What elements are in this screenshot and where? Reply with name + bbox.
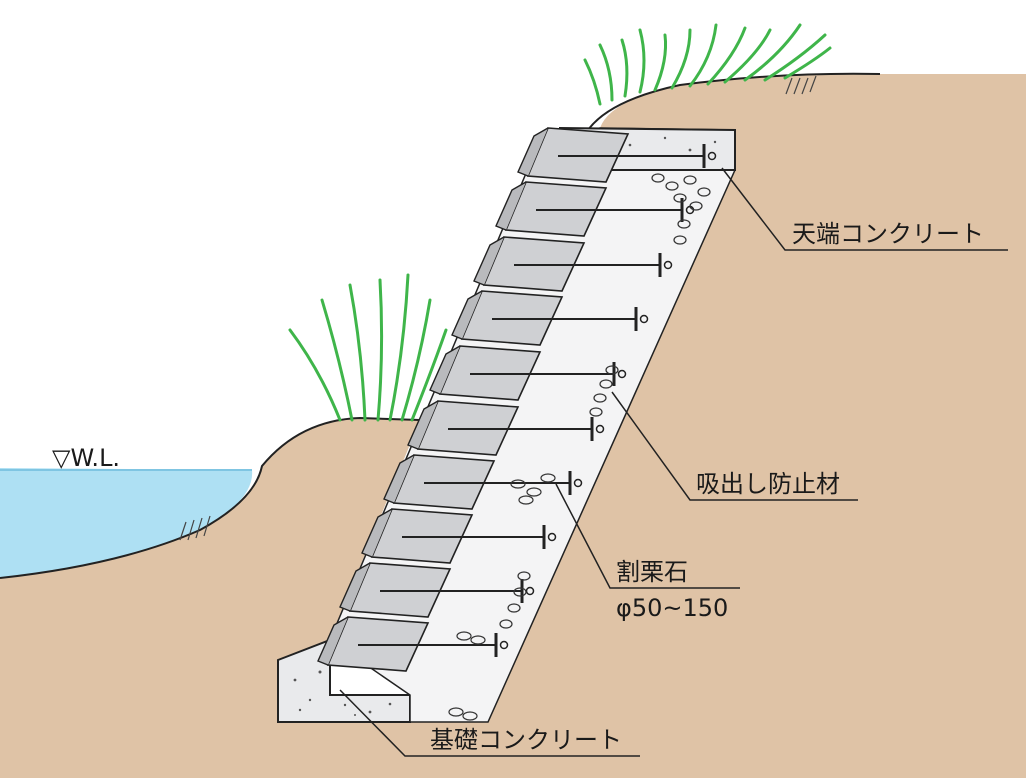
crushed-stone-clusters: [448, 173, 711, 721]
anchor-ring: [639, 314, 649, 324]
water-level-label: ▽W.L.: [52, 444, 121, 472]
block-face: [407, 400, 439, 450]
wall-blocks: [317, 127, 630, 672]
block-face: [383, 454, 415, 504]
grass-upper: [583, 23, 832, 106]
anchor-ring: [547, 532, 557, 542]
block-face: [517, 127, 549, 177]
block-face: [473, 236, 505, 286]
bank-outline-left: [0, 416, 421, 579]
block-face: [339, 562, 371, 612]
suction-prevention-label: 吸出し防止材: [696, 470, 840, 498]
anchor-ring: [525, 586, 535, 596]
water-body: [0, 468, 253, 578]
foundation-concrete-label: 基礎コンクリート: [430, 726, 622, 754]
foundation-speckle: [293, 670, 392, 716]
anchor-ring: [499, 640, 509, 650]
soil-bank: [0, 73, 1026, 778]
block-face: [429, 345, 461, 395]
anchor-ring: [595, 424, 605, 434]
block-face: [495, 181, 527, 231]
tie-rods: [358, 144, 717, 657]
anchor-ring: [573, 478, 583, 488]
crushed-stone-label: 割栗石: [616, 558, 688, 586]
anchor-ring: [707, 151, 717, 161]
block-face: [451, 290, 483, 340]
top-concrete-label: 天端コンクリート: [792, 220, 984, 248]
crushed-stone-size-label: φ50~150: [616, 594, 729, 622]
anchor-ring: [617, 369, 627, 379]
block-face: [361, 508, 393, 558]
soil-hatch-right: [785, 75, 817, 95]
block-face: [317, 616, 349, 666]
grass-middle: [288, 273, 448, 422]
leader-lines: [339, 167, 1008, 757]
soil-hatch-left: [179, 515, 211, 541]
anchor-ring: [663, 260, 673, 270]
